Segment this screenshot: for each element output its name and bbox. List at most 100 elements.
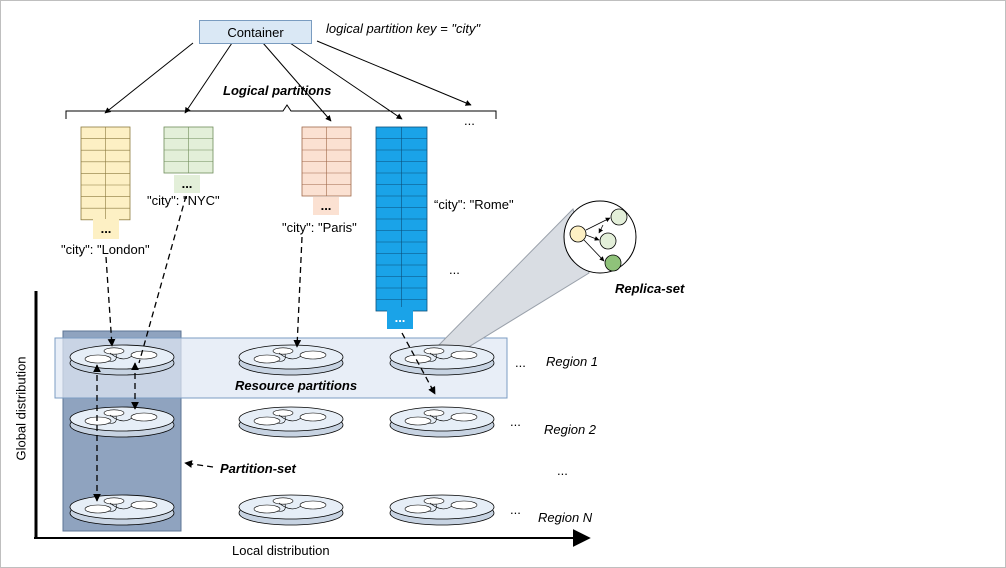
region-2-disk-2-node (299, 412, 327, 422)
replica-primary-node (569, 225, 587, 243)
region-n-label: Region N (538, 510, 593, 525)
region-2-disk-2-top (238, 406, 344, 432)
region-2-disk-3-link (429, 414, 453, 422)
rome-mapping-arrow (401, 332, 436, 395)
region-2-label: Region 2 (544, 422, 597, 437)
london-ellipsis-box (93, 219, 119, 239)
region-2-disk-1-link (109, 414, 133, 422)
container-node[interactable]: Container (199, 20, 312, 44)
region-n-disk-1 (69, 494, 175, 526)
region-n-disk-3-node (404, 504, 432, 514)
region-1-disk-2 (238, 344, 344, 376)
london-city-label: "city": "London" (61, 242, 150, 257)
region-n-disk-2-link (276, 503, 286, 512)
resource-partitions-label: Resource partitions (235, 378, 358, 393)
container-arrow (104, 42, 194, 114)
container-arrow (262, 42, 332, 122)
rome-partition-table: ... (375, 126, 428, 329)
replica-secondary-node (599, 232, 617, 250)
region-2-disk-1-node (130, 412, 158, 422)
replica-link (583, 239, 605, 262)
rome-ellipsis-text: ... (395, 310, 406, 325)
partition-set-pointer-arrow (184, 460, 214, 468)
replica-set-label: Replica-set (615, 281, 685, 296)
replica-secondary-node (610, 208, 628, 226)
partition-key-note: logical partition key = "city" (326, 21, 481, 36)
region-2-disk-3-link (427, 415, 437, 424)
region-1-disk-2-link (278, 352, 302, 360)
region-2-disk-1-link (107, 415, 117, 424)
region-1-disk-1 (69, 344, 175, 376)
region-1-disk-1-node (103, 347, 125, 355)
region-1-disk-3-link (429, 352, 453, 360)
region-n-disk-1-node (103, 497, 125, 505)
region-2-disk-3 (389, 406, 495, 438)
region-1-label: Region 1 (546, 354, 599, 369)
region-2-more-ellipsis: ... (510, 414, 521, 429)
nyc-city-label: "city": "NYC" (147, 193, 220, 208)
region-1-disk-1-node (130, 350, 158, 360)
region-2-disk-2-node (253, 416, 281, 426)
rome-more-ellipsis: ... (449, 262, 460, 277)
region-n-disk-3-link (427, 503, 437, 512)
nyc-ellipsis-box (174, 175, 200, 193)
region-n-disk-3-node (423, 497, 445, 505)
region-1-disk-1-top (69, 344, 175, 370)
region-n-disk-3-node (450, 500, 478, 510)
rome-ellipsis-box (387, 307, 413, 329)
region-2-disk-3-node (450, 412, 478, 422)
london-mapping-arrow (105, 256, 116, 347)
paris-mapping-arrow (293, 236, 303, 348)
region-1-disk-3-top (389, 344, 495, 370)
region-n-disk-2-top (238, 494, 344, 520)
london-ellipsis-text: ... (101, 221, 112, 236)
logical-partitions-label: Logical partitions (223, 83, 332, 98)
replica-set-circle (563, 200, 637, 274)
paris-ellipsis-box (313, 197, 339, 215)
region-2-disk-1 (69, 406, 175, 438)
region-2-disk-1-top (69, 406, 175, 432)
region-n-disk-2-node (272, 497, 294, 505)
region-n-disk-1-link (107, 503, 117, 512)
paris-city-label: "city": "Paris" (282, 220, 357, 235)
more-regions-ellipsis: ... (557, 463, 568, 478)
replica-link (598, 224, 604, 234)
region-2-disk-3-node (404, 416, 432, 426)
region-1-disk-1-link (109, 352, 133, 360)
replica-link (585, 234, 600, 241)
region-1-disk-2-link (276, 353, 286, 362)
container-arrow (184, 42, 233, 114)
region-n-disk-2-node (253, 504, 281, 514)
region-2-disk-2-node (272, 409, 294, 417)
region-2-disk-1-node (84, 416, 112, 426)
nyc-mapping-line (138, 195, 187, 364)
region-1-disk-2-node (253, 354, 281, 364)
replica-secondary-node (604, 254, 622, 272)
region-1-disk-1-link (107, 353, 117, 362)
region-n-disk-1-top (69, 494, 175, 520)
region-2-disk-1-node (103, 409, 125, 417)
region-n-disk-3-top (389, 494, 495, 520)
rome-city-label: “city": "Rome" (434, 197, 514, 212)
region-2-disk-3-top (389, 406, 495, 432)
region-n-disk-3 (389, 494, 495, 526)
london-partition-table: ... (80, 126, 131, 239)
region-2-disk-2-link (276, 415, 286, 424)
region-2-disk-2 (238, 406, 344, 438)
region-1-disk-2-node (299, 350, 327, 360)
region-n-disk-3-link (429, 502, 453, 510)
nyc-ellipsis-text: ... (182, 176, 193, 191)
region-n-disk-1-link (109, 502, 133, 510)
region-n-more-ellipsis: ... (510, 502, 521, 517)
nyc-partition-table: ... (163, 126, 214, 193)
more-partitions-ellipsis: ... (464, 113, 475, 128)
region-1-disk-2-top (238, 344, 344, 370)
container-arrow (289, 42, 403, 120)
region-2-disk-2-link (278, 414, 302, 422)
region-n-disk-2-node (299, 500, 327, 510)
region-1-more-ellipsis: ... (515, 355, 526, 370)
region-1-disk-2-node (272, 347, 294, 355)
region-1-disk-3-link (427, 353, 437, 362)
region-n-disk-1-node (84, 504, 112, 514)
region-1-disk-3-node (450, 350, 478, 360)
